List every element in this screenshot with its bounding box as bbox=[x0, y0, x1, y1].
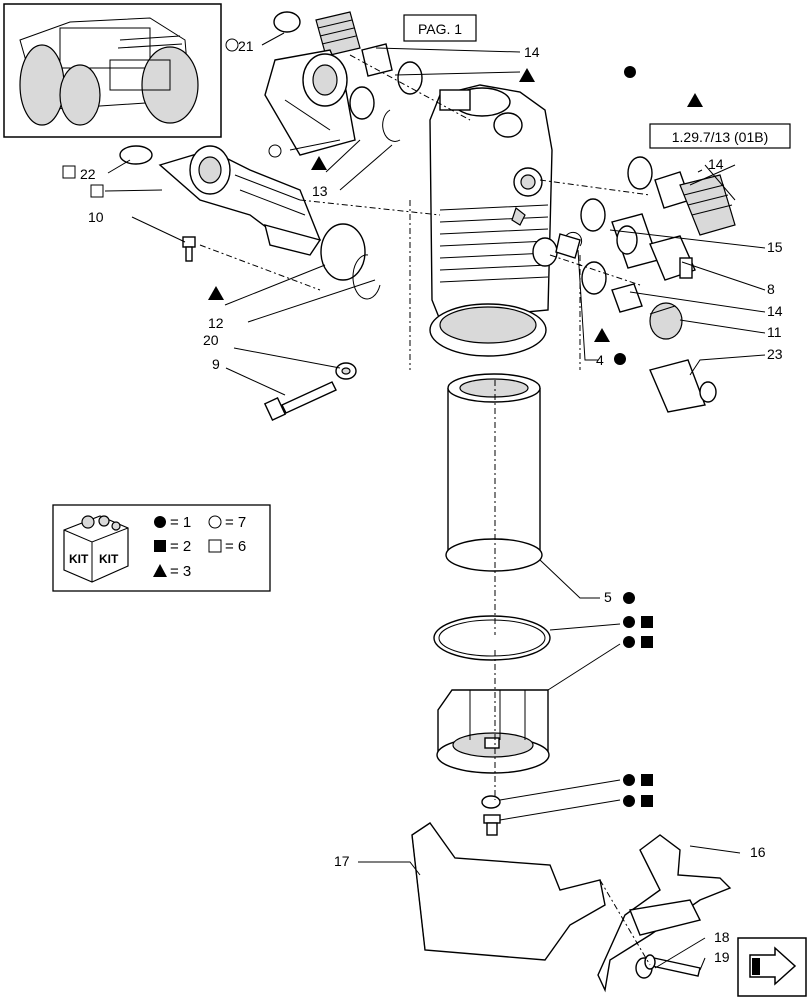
pag-label: PAG. 1 bbox=[418, 21, 462, 37]
callout-19: 19 bbox=[714, 949, 730, 965]
next-page-arrow-button[interactable] bbox=[737, 937, 807, 997]
plug-15 bbox=[611, 213, 659, 269]
oring-top-a bbox=[397, 61, 423, 95]
open-circle-icon bbox=[225, 38, 239, 52]
bowl-seal-ring bbox=[433, 615, 551, 661]
adapter-fitting bbox=[679, 174, 736, 236]
bolt-10 bbox=[182, 236, 196, 262]
oring-top-b bbox=[349, 86, 375, 120]
callout-9: 9 bbox=[212, 356, 220, 372]
arrow-icon bbox=[749, 946, 797, 986]
kit-legend: KIT KIT = 1 = 7 = 2 = 6 = 3 bbox=[52, 504, 271, 592]
oring-14-right bbox=[627, 156, 653, 190]
filled-triangle-icon bbox=[519, 68, 535, 82]
callout-11: 11 bbox=[767, 324, 782, 340]
leader-lines bbox=[104, 32, 766, 971]
legend-row1b: = 7 bbox=[225, 514, 246, 531]
callout-14-top: 14 bbox=[524, 44, 540, 60]
guard-17 bbox=[411, 822, 606, 961]
bolt-9 bbox=[263, 381, 337, 422]
legend-filled-circle-icon bbox=[154, 516, 166, 528]
oring-15 bbox=[580, 198, 606, 232]
callout-8: 8 bbox=[767, 281, 775, 297]
callout-21: 21 bbox=[238, 38, 254, 54]
washer-20 bbox=[335, 362, 357, 380]
callout-16: 16 bbox=[750, 844, 766, 860]
kit-box-icon: KIT KIT bbox=[63, 515, 129, 583]
filter-bowl bbox=[436, 689, 550, 774]
open-circle-icon bbox=[268, 144, 282, 158]
filled-triangle-icon bbox=[208, 286, 224, 300]
callout-22: 22 bbox=[80, 166, 96, 182]
part-21-oring bbox=[273, 11, 301, 33]
filled-circle-icon bbox=[623, 636, 635, 648]
plug-23 bbox=[649, 359, 717, 413]
connector-fitting-top bbox=[315, 11, 361, 57]
snap-ring-12 bbox=[352, 254, 381, 300]
callout-4: 4 bbox=[596, 352, 604, 368]
callout-14-lower: 14 bbox=[767, 303, 783, 319]
part-22-oring bbox=[119, 145, 153, 165]
clip-4 bbox=[565, 231, 583, 247]
kit-label-left: KIT bbox=[69, 552, 89, 566]
callout-12: 12 bbox=[208, 315, 224, 331]
filled-square-icon bbox=[641, 636, 653, 648]
oring-14-lower bbox=[581, 261, 607, 295]
legend-row1: = 1 bbox=[170, 514, 191, 531]
filled-circle-icon bbox=[623, 795, 635, 807]
outlet-housing bbox=[264, 49, 356, 156]
filled-triangle-icon bbox=[687, 93, 703, 107]
filled-circle-icon bbox=[623, 592, 635, 604]
callout-20: 20 bbox=[203, 332, 219, 348]
filled-circle-icon bbox=[623, 616, 635, 628]
bracket-16 bbox=[597, 834, 732, 993]
page-ref-label: 1.29.7/13 (01B) bbox=[672, 129, 769, 145]
snap-ring-13 bbox=[382, 109, 401, 142]
filled-square-icon bbox=[641, 795, 653, 807]
callout-labels: 21 14 22 10 13 14 15 8 14 11 23 4 12 20 … bbox=[80, 38, 783, 965]
callout-symbols bbox=[62, 38, 703, 807]
filled-circle-icon bbox=[614, 353, 626, 365]
filled-triangle-icon bbox=[311, 156, 327, 170]
legend-row3: = 3 bbox=[170, 563, 191, 580]
page-reference-link[interactable]: 1.29.7/13 (01B) bbox=[649, 123, 791, 149]
drain-seal bbox=[481, 795, 501, 809]
callout-18: 18 bbox=[714, 929, 730, 945]
oring-12 bbox=[320, 223, 366, 281]
callout-13: 13 bbox=[312, 183, 328, 199]
legend-filled-square-icon bbox=[154, 540, 166, 552]
drain-plug bbox=[483, 814, 501, 836]
part-14-sleeve-top bbox=[361, 43, 393, 77]
plug-11 bbox=[649, 302, 683, 340]
open-square-icon bbox=[90, 184, 104, 198]
inlet-elbow bbox=[158, 145, 322, 256]
callout-10: 10 bbox=[88, 209, 104, 225]
filter-head-body bbox=[429, 84, 581, 357]
legend-open-circle-icon bbox=[208, 515, 222, 529]
kit-label-right: KIT bbox=[99, 552, 119, 566]
legend-row2b: = 6 bbox=[225, 538, 246, 555]
page-reference-pag1[interactable]: PAG. 1 bbox=[403, 14, 477, 42]
legend-row2: = 2 bbox=[170, 538, 191, 555]
filled-square-icon bbox=[641, 774, 653, 786]
plug-8 bbox=[649, 235, 696, 281]
filled-triangle-icon bbox=[594, 328, 610, 342]
bolt-19 bbox=[644, 954, 701, 977]
callout-23: 23 bbox=[767, 346, 783, 362]
legend-filled-triangle-icon bbox=[153, 564, 167, 577]
callout-15: 15 bbox=[767, 239, 783, 255]
callout-17: 17 bbox=[334, 853, 350, 869]
filled-circle-icon bbox=[624, 66, 636, 78]
callout-5: 5 bbox=[604, 589, 612, 605]
filter-element-5 bbox=[445, 373, 543, 572]
sleeve-14-lower bbox=[611, 283, 643, 313]
filled-square-icon bbox=[641, 616, 653, 628]
open-square-icon bbox=[62, 165, 76, 179]
tractor-thumbnail bbox=[3, 3, 222, 138]
legend-open-square-icon bbox=[208, 539, 222, 553]
filled-circle-icon bbox=[623, 774, 635, 786]
callout-14-right: 14 bbox=[708, 156, 724, 172]
